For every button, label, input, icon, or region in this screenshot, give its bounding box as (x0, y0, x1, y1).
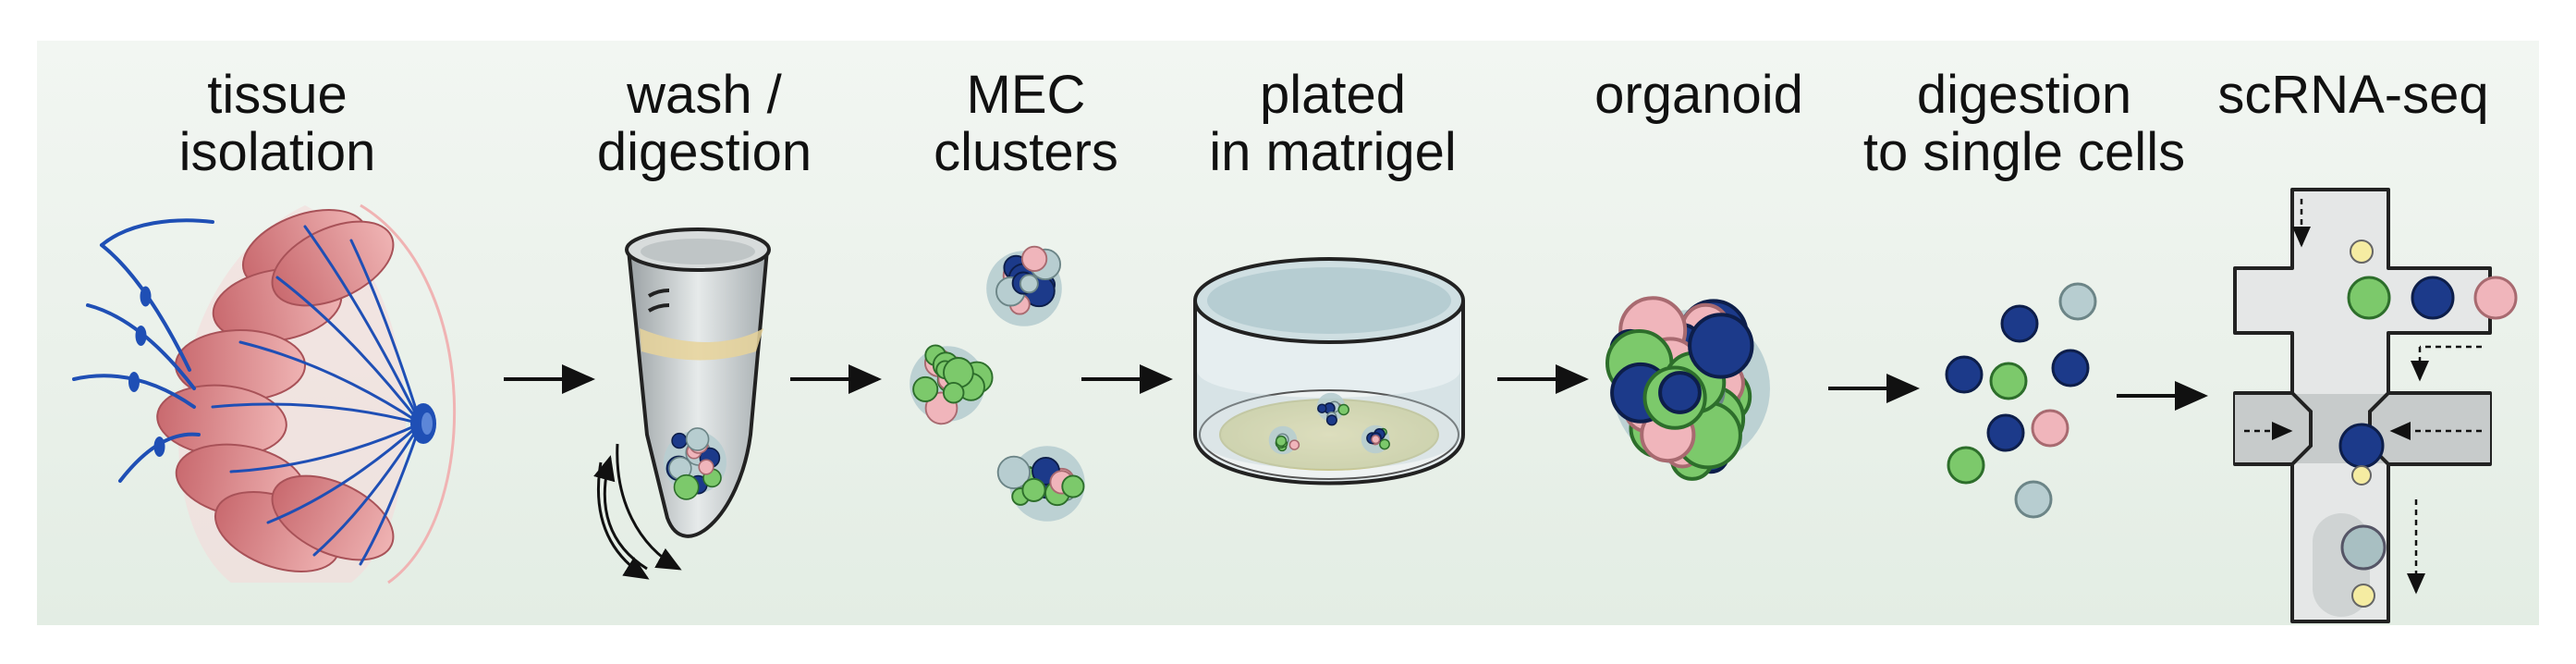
label-scrna-seq: scRNA-seq (2159, 67, 2547, 124)
process-arrows (504, 364, 2208, 411)
cell-green (1021, 477, 1046, 502)
label-line: isolation (178, 122, 376, 182)
tissue-lobe (271, 220, 395, 307)
single-cell-blue (1986, 413, 2025, 452)
cell-pink (1020, 245, 1048, 273)
cell-green (942, 381, 965, 404)
mammary-duct (238, 340, 422, 425)
mec-cluster (910, 344, 994, 425)
single-cells-illustration (1945, 282, 2097, 519)
plated-cluster (1316, 392, 1349, 426)
cell-pink (1371, 435, 1381, 445)
centrifuge-tube-icon (593, 227, 771, 580)
single-cell-blue (2051, 349, 2090, 387)
label-tissue-isolation: tissue isolation (83, 67, 471, 181)
label-organoid: organoid (1505, 67, 1893, 124)
label-line: tissue (207, 65, 348, 125)
vessel (100, 243, 191, 372)
cell-green (1337, 403, 1349, 416)
vessel-node (140, 286, 152, 307)
cell-blue (1688, 313, 1754, 379)
label-line: in matrigel (1209, 122, 1457, 182)
breast-tissue-illustration (72, 203, 457, 584)
cell-green (943, 357, 974, 388)
mec-cluster (986, 245, 1062, 326)
single-cell-blue (1945, 355, 1984, 394)
label-line: wash / (627, 65, 782, 125)
cell-grey (996, 455, 1032, 490)
mammary-duct (266, 422, 422, 524)
mec-clusters-illustration (910, 245, 1085, 522)
cell-blue (1317, 403, 1327, 413)
vessel-node (153, 437, 165, 457)
single-cell-green (1947, 446, 1985, 485)
single-cell-pink (2031, 409, 2069, 448)
single-cell-grey (2014, 480, 2053, 519)
mammary-duct (303, 225, 422, 425)
cell-blue (1658, 371, 1702, 414)
mammary-duct (312, 422, 422, 557)
mammary-duct (359, 422, 422, 566)
mammary-duct (349, 239, 422, 425)
mec-cluster (996, 446, 1085, 522)
tube-cell-cluster (664, 427, 726, 500)
plated-cluster (1268, 425, 1300, 455)
vessel-node (128, 372, 140, 392)
cell-pink (698, 459, 714, 475)
shake-arrow (593, 455, 648, 571)
cell-green (673, 473, 700, 500)
microfluidic-chip-illustration (2233, 188, 2518, 623)
vessel-node (135, 326, 147, 346)
vessel (100, 218, 214, 247)
label-plated-in-matrigel: plated in matrigel (1139, 67, 1527, 181)
single-cell-grey (2058, 282, 2097, 321)
mammary-duct (211, 402, 422, 425)
label-mec-clusters: MEC clusters (832, 67, 1220, 181)
plated-cluster (1361, 424, 1390, 454)
label-line: plated (1259, 65, 1407, 125)
label-line: clusters (934, 122, 1118, 182)
cell-green (1379, 438, 1390, 450)
organoid-illustration (1605, 296, 1770, 481)
cell-pink (1288, 439, 1300, 450)
label-digestion-single-cells: digestion to single cells (1830, 67, 2218, 181)
cell-green (1061, 474, 1085, 498)
mammary-duct (275, 276, 422, 425)
label-line: MEC (966, 65, 1086, 125)
cell-grey (1019, 274, 1039, 294)
cell-blue (1325, 414, 1337, 426)
shake-arrow (616, 443, 682, 571)
culture-dish-illustration (1193, 257, 1465, 486)
cell-green (912, 375, 939, 402)
cell-green (1275, 435, 1288, 448)
label-line: digestion (1916, 65, 2132, 125)
label-line: scRNA-seq (2217, 65, 2489, 125)
cell-blue (671, 432, 688, 449)
cell-grey (685, 427, 710, 451)
label-line: digestion (596, 122, 812, 182)
label-wash-digestion: wash / digestion (510, 67, 898, 181)
single-cell-green (1989, 362, 2028, 400)
single-cell-blue (2000, 304, 2039, 343)
label-line: organoid (1594, 65, 1803, 125)
organoid-cell-mass (1605, 296, 1770, 481)
label-line: to single cells (1862, 122, 2186, 182)
mammary-duct (229, 422, 422, 473)
